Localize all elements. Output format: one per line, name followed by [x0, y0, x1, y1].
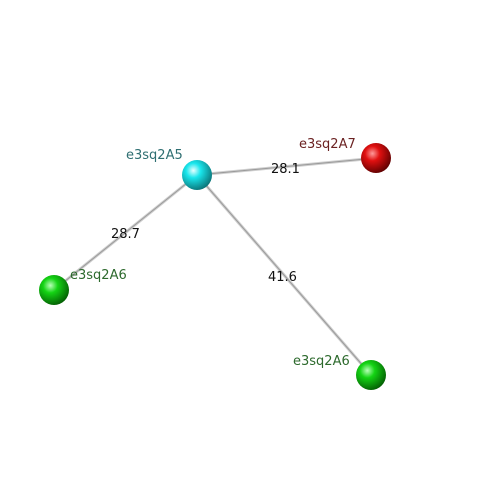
bond-a5-a7 [196, 156, 377, 177]
atom-label-a6-right: e3sq2A6 [293, 354, 350, 369]
distance-label-a5-a7: 28.1 [271, 162, 300, 177]
atom-a5-cyan-sphere[interactable] [182, 160, 212, 190]
atom-a6-left-green-sphere[interactable] [39, 275, 69, 305]
bond-a5-a6-left [53, 173, 198, 292]
atom-label-a7: e3sq2A7 [299, 137, 356, 152]
atom-a6-right-green-sphere[interactable] [356, 360, 386, 390]
atom-a7-red-sphere[interactable] [361, 143, 391, 173]
atom-label-a6-left: e3sq2A6 [70, 268, 127, 283]
distance-label-a5-a6-left: 28.7 [111, 227, 140, 242]
atom-label-a5: e3sq2A5 [126, 148, 183, 163]
distance-label-a5-a6-right: 41.6 [268, 270, 297, 285]
bond-a5-a6-right [195, 174, 373, 376]
